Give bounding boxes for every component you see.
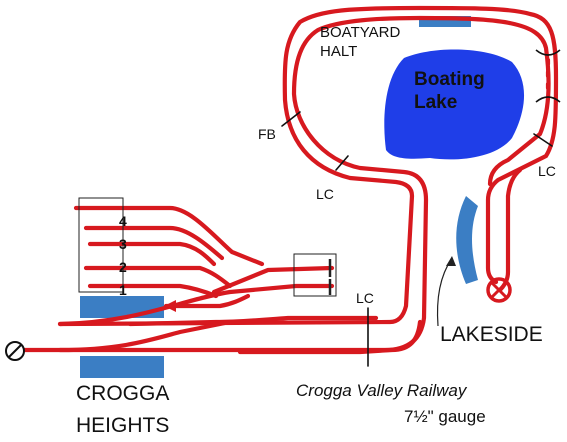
siding-platform bbox=[163, 293, 251, 309]
footbridge-marker bbox=[281, 111, 301, 127]
crogga-heights-platform-south bbox=[80, 356, 164, 378]
boating-lake bbox=[384, 49, 525, 160]
turntable-wheel-icon bbox=[486, 277, 512, 303]
boating-lake-label: Boating bbox=[414, 69, 485, 90]
lakeside-spur bbox=[497, 167, 523, 293]
footbridge-label: FB bbox=[258, 126, 276, 142]
crogga-heights-label-line2: HEIGHTS bbox=[76, 414, 169, 437]
siding-1 bbox=[83, 265, 233, 289]
boatyard-halt-label: BOATYARD bbox=[320, 24, 400, 41]
siding-3 bbox=[83, 225, 225, 261]
lower-curve bbox=[237, 319, 423, 355]
headshunt-box bbox=[293, 253, 337, 297]
lakeside-platform bbox=[456, 196, 478, 284]
south-link bbox=[57, 319, 233, 353]
main-loop-track bbox=[57, 5, 559, 327]
crogga-heights-label: CROGGA bbox=[76, 382, 169, 405]
map-title: Crogga Valley Railway bbox=[296, 381, 468, 400]
circle-slash-icon bbox=[5, 341, 25, 361]
platform-arrow-icon bbox=[164, 300, 176, 312]
siding-number-3: 3 bbox=[119, 236, 127, 252]
lakeside-pointer-arrow-icon bbox=[446, 256, 456, 266]
south-loop bbox=[127, 315, 379, 327]
boatyard-halt-platform bbox=[419, 16, 471, 27]
level-crossing-east-label: LC bbox=[538, 163, 556, 179]
level-crossing-west-label: LC bbox=[316, 186, 334, 202]
bridge-icon bbox=[535, 49, 561, 103]
siding-4 bbox=[73, 205, 265, 267]
level-crossing-west-marker bbox=[335, 155, 349, 171]
lakeside-pointer bbox=[436, 257, 453, 327]
return-line-track bbox=[17, 15, 551, 353]
crogga-heights-platform-north bbox=[80, 296, 164, 318]
boatyard-halt-label-line2: HALT bbox=[320, 43, 357, 60]
gauge-label: 7½" gauge bbox=[404, 407, 486, 426]
siding-number-4: 4 bbox=[119, 213, 127, 229]
railway-track bbox=[17, 5, 559, 355]
siding-number-1: 1 bbox=[119, 282, 127, 298]
level-crossing-east-marker bbox=[533, 133, 553, 147]
siding-2 bbox=[87, 241, 217, 267]
boating-lake-label-line2: Lake bbox=[414, 92, 457, 113]
siding-short bbox=[87, 283, 219, 299]
siding-number-2: 2 bbox=[119, 259, 127, 275]
sidings-box bbox=[78, 197, 124, 293]
yard-second-road bbox=[211, 265, 335, 295]
level-crossing-south-label: LC bbox=[356, 290, 374, 306]
lakeside-label: LAKESIDE bbox=[440, 323, 543, 346]
